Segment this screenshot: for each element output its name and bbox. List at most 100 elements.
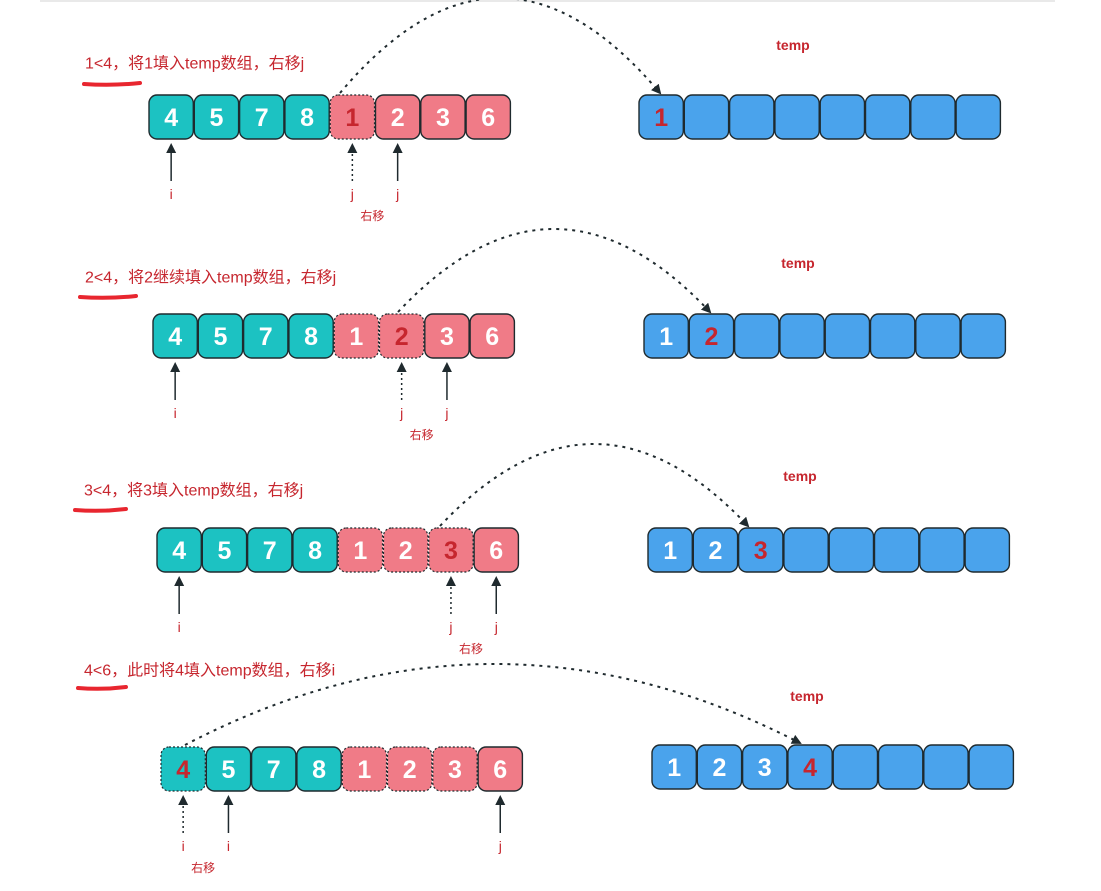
temp-cell-box	[741, 744, 788, 790]
array-cell: 6	[465, 94, 512, 140]
temp-cell-box	[779, 313, 825, 359]
array-cell: 1	[329, 94, 376, 140]
step-caption: 2<4，将2继续填入temp数组，右移j	[85, 269, 336, 287]
array-cell-value: 4	[168, 323, 182, 351]
array-cell-box	[465, 94, 512, 140]
pointer-arrowhead	[223, 795, 234, 805]
temp-cell-box	[964, 527, 1011, 573]
temp-cell-box	[869, 313, 916, 359]
array-cell-box	[428, 527, 474, 573]
array-cell-value: 2	[399, 537, 413, 565]
array-cell-box	[288, 313, 334, 359]
move-arrow	[439, 443, 750, 528]
array-cell-value: 4	[176, 756, 190, 784]
array-cell-box	[205, 746, 252, 792]
array-cell: 3	[424, 313, 470, 359]
array-cell: 2	[386, 746, 433, 792]
array-cell: 7	[250, 746, 297, 792]
pointer-arrowhead	[178, 795, 189, 805]
array-cell-box	[296, 746, 342, 792]
array-cell-box	[333, 313, 380, 359]
array-cell-value: 3	[436, 104, 450, 132]
array-cell-value: 1	[353, 537, 367, 565]
array-cell-value: 8	[300, 104, 314, 132]
array-cell: 5	[197, 313, 244, 359]
pointer-label: j	[448, 619, 452, 635]
temp-cell-box	[733, 313, 780, 359]
array-cell: 8	[284, 94, 330, 140]
temp-cell: 2	[696, 744, 743, 790]
array-cell-box	[420, 94, 466, 140]
array-cell-box	[432, 746, 478, 792]
array-cell-value: 5	[209, 104, 223, 132]
array-cell: 3	[432, 746, 478, 792]
temp-cell-box	[873, 527, 920, 573]
array-cell-value: 8	[308, 537, 322, 565]
array-cell: 5	[193, 94, 240, 140]
array-cell-box	[201, 527, 248, 573]
array-cell: 3	[428, 527, 474, 573]
temp-cell: 1	[638, 94, 684, 140]
shift-right-label: 右移	[191, 860, 215, 875]
array-cell-box	[152, 313, 198, 359]
temp-label: temp	[790, 688, 823, 704]
array-cell: 6	[473, 527, 520, 573]
pointer-arrowhead	[441, 362, 452, 372]
array-cell-box	[242, 313, 289, 359]
temp-cell-box	[832, 744, 879, 790]
temp-cell-box	[910, 94, 956, 140]
temp-cell-box	[955, 94, 1002, 140]
array-cell-box	[292, 527, 338, 573]
pointer-label: j	[498, 838, 502, 854]
temp-cell-box	[919, 527, 965, 573]
array-cell-box	[329, 94, 376, 140]
temp-cell-box	[728, 94, 775, 140]
temp-label: temp	[781, 255, 814, 271]
temp-cell	[864, 94, 911, 140]
array-cell-box	[337, 527, 384, 573]
pointer-arrowhead	[495, 795, 506, 805]
temp-cell-box	[774, 94, 820, 140]
temp-cell	[774, 94, 820, 140]
array-cell-box	[424, 313, 470, 359]
temp-cell-box	[647, 527, 693, 573]
temp-cell-box	[692, 527, 739, 573]
temp-cell-box	[864, 94, 911, 140]
temp-cell-value: 1	[667, 754, 681, 782]
array-cell-value: 2	[403, 756, 417, 784]
step-caption: 3<4，将3填入temp数组，右移j	[84, 482, 303, 500]
array-cell-box	[250, 746, 297, 792]
array-cell: 8	[292, 527, 338, 573]
pointer-label: i	[174, 405, 177, 421]
array-cell-value: 1	[349, 323, 363, 351]
array-cell-box	[382, 527, 429, 573]
array-cell-value: 5	[213, 323, 227, 351]
temp-cell	[783, 527, 829, 573]
temp-cell-box	[638, 94, 684, 140]
array-cell: 5	[205, 746, 252, 792]
temp-cell-box	[696, 744, 743, 790]
array-cell: 4	[156, 527, 202, 573]
array-cell: 8	[288, 313, 334, 359]
temp-label: temp	[783, 468, 816, 484]
pointer-arrowhead	[392, 143, 403, 153]
array-cell-value: 7	[255, 104, 269, 132]
temp-cell	[828, 527, 875, 573]
array-cell-box	[148, 94, 194, 140]
array-cell-box	[238, 94, 285, 140]
temp-cell-box	[877, 744, 924, 790]
shift-right-label: 右移	[459, 641, 483, 656]
array-cell-box	[160, 746, 206, 792]
array-cell-value: 5	[221, 756, 235, 784]
array-cell-value: 5	[217, 537, 231, 565]
array-cell-value: 8	[312, 756, 326, 784]
array-cell-value: 6	[493, 756, 507, 784]
temp-cell	[683, 94, 730, 140]
array-cell-box	[246, 527, 293, 573]
